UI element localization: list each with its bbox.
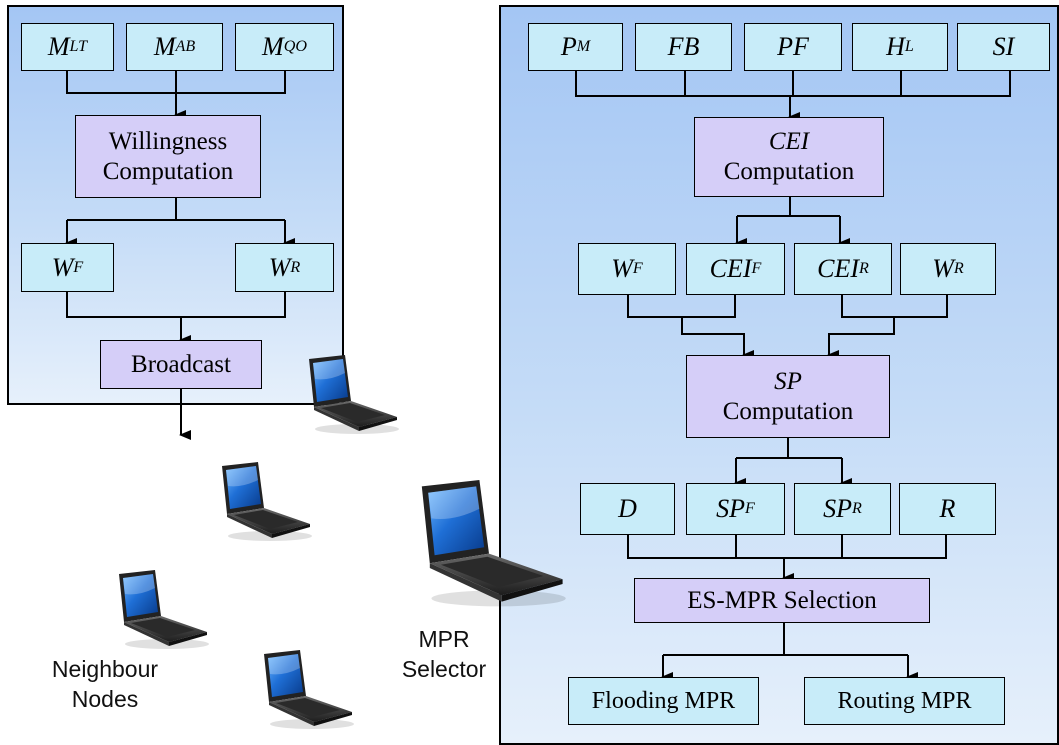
laptop-icon	[300, 355, 402, 435]
input-sub: LT	[69, 38, 88, 56]
input-sup: L	[904, 38, 914, 56]
computation-line2: Computation	[102, 157, 234, 185]
es-mpr-selection: ES-MPR Selection	[634, 578, 930, 623]
row2-base: W	[611, 254, 633, 284]
row3-base: D	[618, 494, 637, 524]
input-sub: QO	[283, 38, 307, 56]
routing-mpr-label: Routing MPR	[837, 687, 972, 714]
broadcast-box: Broadcast	[100, 340, 262, 389]
input-base: SI	[992, 32, 1015, 62]
input-si: SI	[957, 23, 1050, 71]
row3-d: D	[580, 483, 675, 535]
laptop-icon	[408, 480, 570, 608]
sp-computation: SP Computation	[686, 355, 890, 438]
sp-line2: Computation	[722, 397, 854, 425]
willingness-computation: Willingness Computation	[75, 115, 261, 198]
input-pf: PF	[744, 23, 842, 71]
row2-base: CEI	[817, 254, 860, 284]
row3-base: SP	[823, 494, 853, 524]
neighbour-nodes-line1: Neighbour	[51, 656, 159, 682]
input-sub: M	[576, 38, 591, 56]
cei-line2: Computation	[723, 158, 855, 185]
mpr-selector-line2: Selector	[401, 655, 487, 682]
laptop-icon	[213, 462, 315, 542]
neighbour-nodes-label: Neighbour Nodes	[45, 655, 165, 715]
neighbour-nodes-line2: Nodes	[71, 685, 139, 712]
mpr-selector-line1: MPR	[418, 626, 470, 652]
row2-sub: R	[859, 260, 869, 278]
row2-base: CEI	[709, 254, 752, 284]
input-base: M	[262, 32, 284, 62]
row2-sub: F	[751, 260, 762, 278]
selection-label: ES-MPR Selection	[687, 586, 877, 614]
input-base: P	[560, 32, 577, 62]
input-base: H	[886, 32, 905, 62]
flooding-mpr: Flooding MPR	[568, 677, 759, 725]
cei-line1: CEI	[768, 128, 810, 155]
row2-sub: R	[953, 260, 964, 278]
flooding-mpr-label: Flooding MPR	[591, 687, 736, 714]
broadcast-label: Broadcast	[131, 350, 231, 378]
row2-base: W	[932, 254, 954, 284]
computation-line1: Willingness	[108, 127, 228, 155]
row3-base: R	[939, 494, 956, 524]
output-sub: F	[73, 258, 84, 276]
input-sub: AB	[175, 38, 196, 56]
laptop-icon	[110, 570, 212, 650]
row3-sub: R	[852, 500, 862, 518]
laptop-icon	[255, 650, 357, 730]
row2-sub: F	[632, 260, 643, 278]
row3-sub: F	[745, 500, 755, 518]
routing-mpr: Routing MPR	[804, 677, 1005, 725]
sp-line1: SP	[774, 367, 802, 395]
row3-r: R	[899, 483, 996, 535]
output-base: W	[51, 252, 74, 282]
input-fb: FB	[635, 23, 732, 71]
output-sub: R	[290, 258, 301, 276]
cei-computation: CEI Computation	[694, 117, 884, 197]
input-base: M	[153, 32, 176, 62]
row3-base: SP	[716, 494, 746, 524]
input-base: FB	[667, 32, 700, 62]
mpr-selector-label: MPR Selector	[398, 625, 490, 685]
input-base: PF	[777, 32, 809, 62]
output-base: W	[268, 252, 291, 282]
input-base: M	[47, 32, 70, 62]
